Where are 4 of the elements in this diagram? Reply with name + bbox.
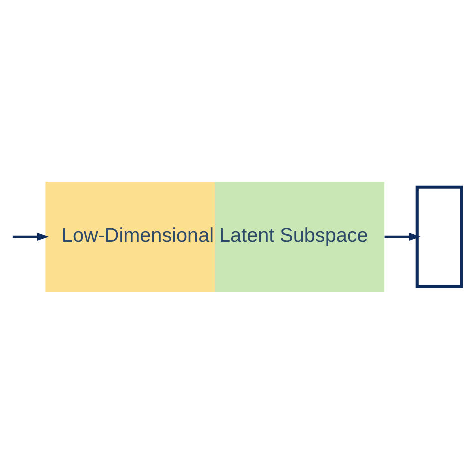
arrow (384, 232, 421, 242)
node-box: Low-Dimensional Latent Subspace (46, 182, 385, 292)
node-box (416, 186, 464, 288)
arrow (12, 232, 49, 242)
